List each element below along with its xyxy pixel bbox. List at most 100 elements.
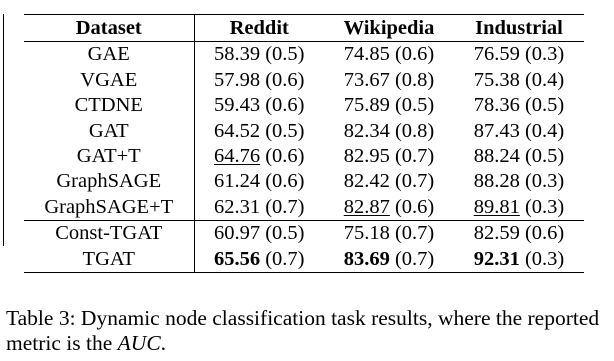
score-std: (0.7) [394, 145, 435, 167]
score-cell: 87.43 (0.4) [454, 118, 584, 143]
score-cell: 74.85 (0.6) [324, 42, 454, 68]
header-dataset: Dataset [24, 14, 195, 42]
dataset-name-cell: GAE [24, 41, 195, 68]
score-cell: 76.59 (0.3) [454, 42, 584, 68]
score-std: (0.6) [394, 43, 435, 66]
header-reddit: Reddit [229, 16, 289, 39]
score-value: 75.18 [343, 222, 390, 245]
score-value: 87.43 [473, 119, 520, 142]
score-std: (0.4) [524, 119, 565, 142]
score-value: 82.59 [473, 222, 520, 245]
score-cell: 75.89 (0.5) [324, 93, 454, 118]
score-value: 64.76 [213, 145, 261, 167]
score-std: (0.5) [524, 145, 565, 167]
caption-metric: AUC [117, 331, 161, 355]
score-std: (0.5) [524, 94, 565, 117]
score-cell: 64.76 (0.6) [194, 144, 324, 169]
dataset-name-cell: GraphSAGE [24, 168, 195, 195]
score-std: (0.8) [394, 119, 435, 142]
score-cell: 92.31 (0.3) [454, 246, 584, 272]
score-value: 75.38 [473, 68, 520, 91]
score-cell: 89.81 (0.3) [454, 194, 584, 220]
score-std: (0.6) [265, 170, 305, 193]
dataset-name-cell: GraphSAGE+T [24, 194, 195, 221]
score-cell: 83.69 (0.7) [324, 246, 454, 272]
score-std: (0.6) [265, 68, 305, 91]
score-cell: 75.38 (0.4) [454, 67, 584, 92]
dataset-name-cell: TGAT [24, 246, 195, 273]
score-cell: 82.42 (0.7) [324, 169, 454, 194]
score-cell: 61.24 (0.6) [194, 169, 324, 194]
score-std: (0.6) [524, 222, 565, 245]
caption-text: Table 3: Dynamic node classification tas… [6, 306, 600, 355]
score-cell: 82.59 (0.6) [454, 220, 584, 246]
score-value: 89.81 [473, 195, 520, 218]
score-std: (0.5) [265, 119, 305, 142]
score-value: 75.89 [343, 94, 390, 117]
score-cell: 88.24 (0.5) [454, 144, 584, 169]
score-value: 83.69 [343, 247, 390, 270]
score-value: 58.39 [213, 43, 261, 66]
score-std: (0.6) [265, 94, 305, 117]
score-cell: 75.18 (0.7) [324, 220, 454, 246]
score-value: 57.98 [213, 68, 261, 91]
score-value: 59.43 [213, 94, 261, 117]
score-cell: 57.98 (0.6) [194, 67, 324, 92]
score-cell: 58.39 (0.5) [194, 42, 324, 68]
score-std: (0.3) [524, 43, 565, 66]
score-cell: 64.52 (0.5) [194, 118, 324, 143]
score-cell: 65.56 (0.7) [194, 246, 324, 272]
score-cell: 59.43 (0.6) [194, 93, 324, 118]
score-value: 82.42 [343, 170, 390, 193]
margin-rule [3, 14, 4, 246]
score-cell: 78.36 (0.5) [454, 93, 584, 118]
score-cell: 82.95 (0.7) [324, 144, 454, 169]
score-std: (0.7) [394, 170, 435, 193]
header-wikipedia: Wikipedia [343, 16, 435, 39]
score-std: (0.5) [265, 222, 305, 245]
score-std: (0.7) [394, 222, 435, 245]
score-value: 92.31 [473, 247, 520, 270]
score-std: (0.5) [394, 94, 435, 117]
dataset-name-cell: Const-TGAT [24, 220, 195, 247]
header-industrial: Industrial [475, 16, 563, 39]
score-std: (0.3) [524, 170, 565, 193]
score-cell: 82.34 (0.8) [324, 118, 454, 143]
score-cell: 88.28 (0.3) [454, 169, 584, 194]
score-cell: 62.31 (0.7) [194, 194, 324, 220]
caption-suffix: . [160, 331, 167, 355]
score-std: (0.6) [265, 145, 305, 167]
dataset-name-cell: GAT [24, 118, 195, 144]
score-std: (0.7) [394, 247, 435, 270]
score-std: (0.5) [265, 43, 305, 66]
score-value: 76.59 [473, 43, 520, 66]
table-caption: Table 3: Dynamic node classification tas… [6, 306, 610, 356]
score-value: 73.67 [343, 68, 390, 91]
dataset-name-cell: CTDNE [24, 92, 195, 119]
score-value: 88.24 [473, 145, 520, 167]
score-cell: 73.67 (0.8) [324, 67, 454, 92]
score-std: (0.7) [265, 247, 305, 270]
score-value: 88.28 [473, 170, 520, 193]
score-value: 64.52 [213, 119, 261, 142]
score-std: (0.4) [524, 68, 565, 91]
score-std: (0.3) [524, 247, 565, 270]
dataset-name-cell: GAT+T [24, 143, 195, 169]
score-std: (0.7) [265, 195, 305, 218]
score-value: 74.85 [343, 43, 390, 66]
dataset-name-cell: VGAE [24, 67, 195, 93]
score-value: 82.87 [343, 195, 390, 218]
score-value: 65.56 [213, 247, 261, 270]
score-cell: 60.97 (0.5) [194, 220, 324, 246]
score-std: (0.8) [394, 68, 435, 91]
